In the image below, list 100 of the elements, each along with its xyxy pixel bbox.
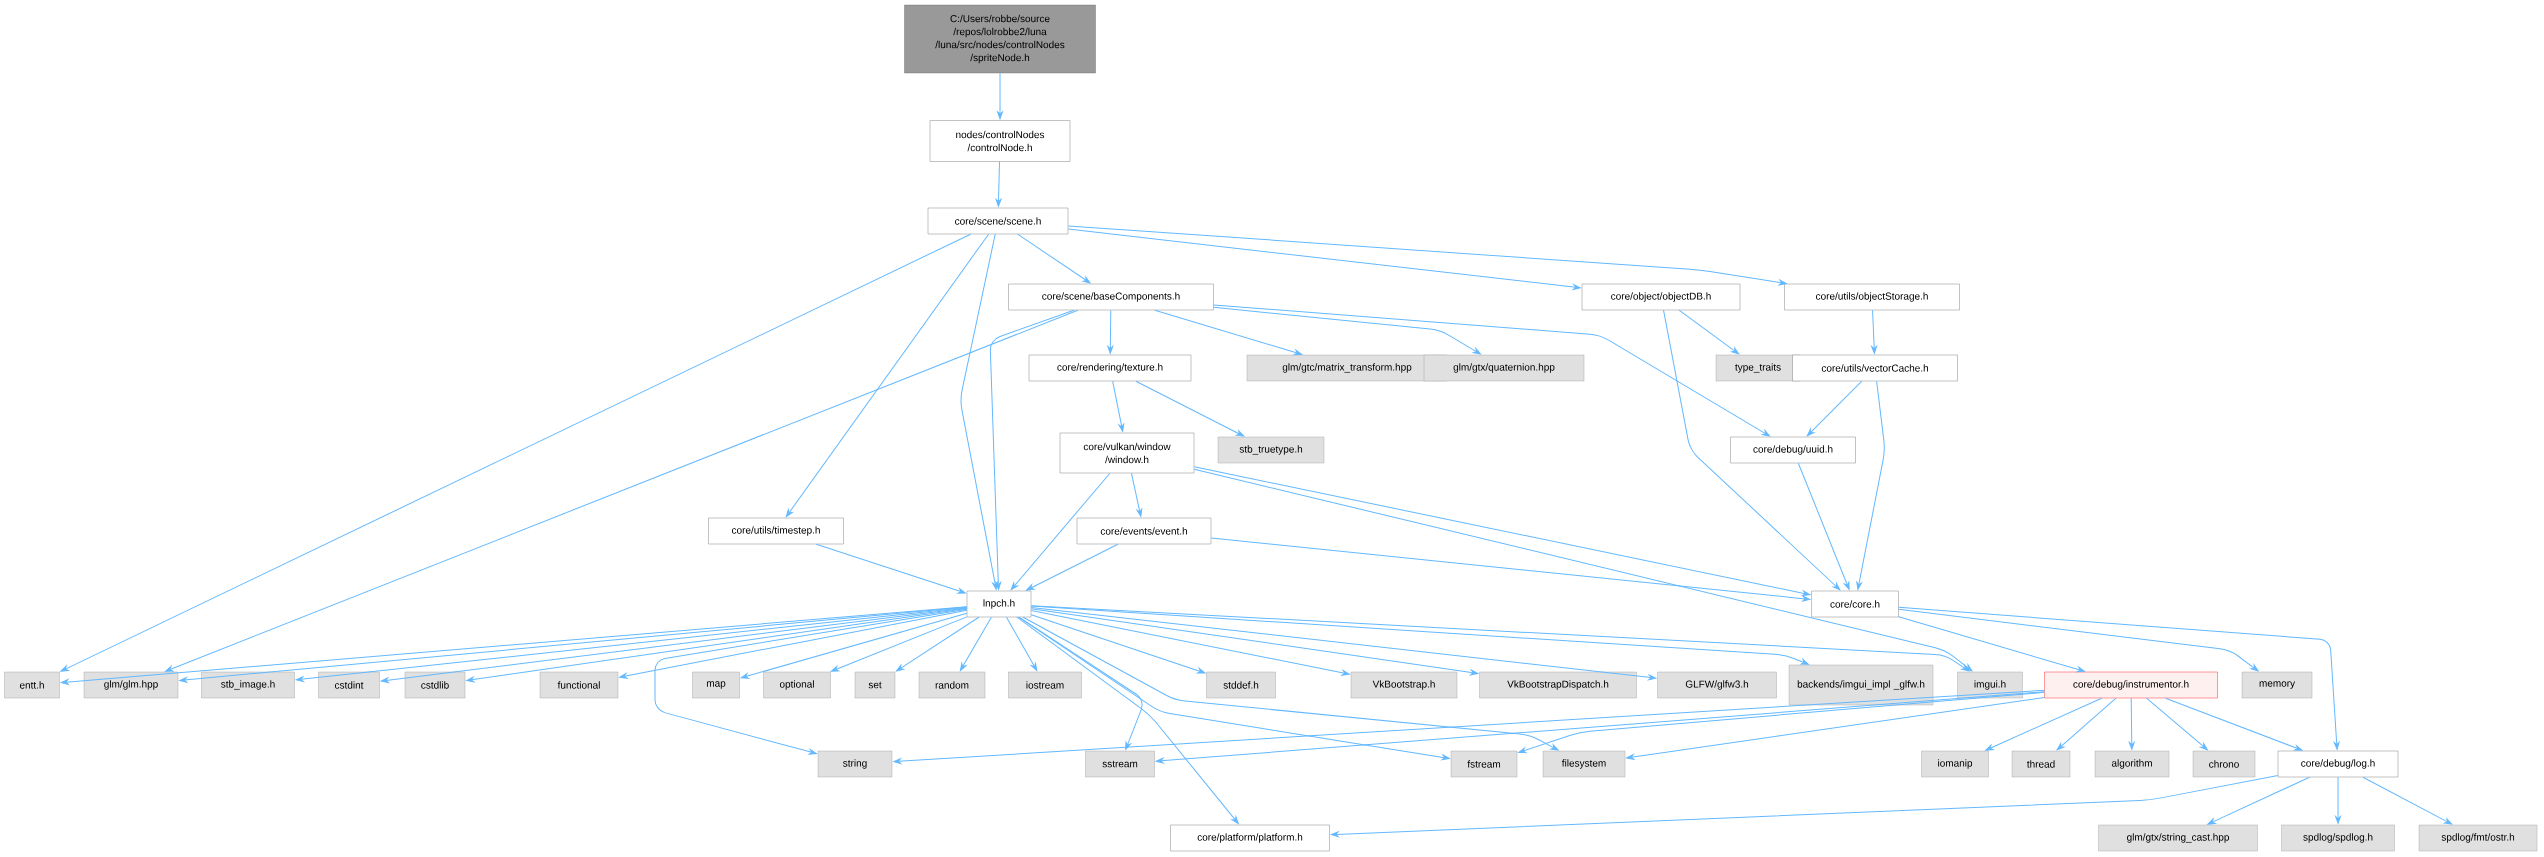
arrow xyxy=(466,608,968,683)
arrow xyxy=(1006,616,1038,671)
file-box: glm/gtx/string_cast.hpp xyxy=(2098,824,2258,852)
arrow xyxy=(1213,306,1481,355)
arrow xyxy=(1130,472,1143,517)
arrow xyxy=(1898,616,2086,673)
arrow xyxy=(1985,697,2103,751)
arrow xyxy=(1330,775,2279,838)
arrow xyxy=(830,616,968,672)
arrow xyxy=(2128,697,2135,750)
file-box: stb_image.h xyxy=(201,671,295,699)
arrow xyxy=(1112,380,1125,432)
arrow xyxy=(2335,776,2341,824)
file-box: core/events/event.h xyxy=(1076,517,1212,545)
file-box: sstream xyxy=(1085,750,1155,778)
file-box: core/scene/baseComponents.h xyxy=(1008,283,1214,311)
file-box: core/debug/instrumentor.h xyxy=(2044,671,2218,699)
file-box: core/rendering/texture.h xyxy=(1028,354,1192,382)
arrow xyxy=(1018,616,1143,750)
arrow xyxy=(997,72,1003,120)
file-box: core/debug/uuid.h xyxy=(1730,436,1856,464)
arrow xyxy=(60,233,972,672)
arrow xyxy=(179,606,968,683)
file-box: lnpch.h xyxy=(966,590,1032,618)
file-box: nodes/controlNodes /controlNode.h xyxy=(929,120,1071,162)
file-box: entt.h xyxy=(4,671,60,699)
arrow xyxy=(1518,691,2045,754)
arrow xyxy=(2362,776,2453,825)
file-box: fstream xyxy=(1450,750,1518,778)
arrow xyxy=(1107,309,1114,354)
arrow xyxy=(989,309,1075,590)
arrow xyxy=(1663,309,1841,591)
file-box: core/vulkan/window /window.h xyxy=(1059,432,1195,474)
file-box: spdlog/spdlog.h xyxy=(2281,824,2395,852)
file-box: C:/Users/robbe/source /repos/lolrobbe2/luna /luna/src/nodes/controlNodes /spriteNode.h xyxy=(904,4,1096,74)
file-box: GLFW/glfw3.h xyxy=(1657,671,1777,699)
file-box: VkBootstrapDispatch.h xyxy=(1479,671,1637,699)
file-box: set xyxy=(854,671,896,699)
arrow xyxy=(2207,776,2310,825)
arrow xyxy=(654,608,968,755)
arrow xyxy=(2056,697,2117,751)
arrow xyxy=(1018,616,1450,761)
file-box: cstdlib xyxy=(404,671,466,699)
file-box: stddef.h xyxy=(1206,671,1276,699)
arrow xyxy=(960,233,998,590)
arrow xyxy=(896,616,980,672)
file-box: backends/imgui_impl _glfw.h xyxy=(1788,664,1934,706)
arrow xyxy=(1017,233,1091,284)
arrow xyxy=(1030,609,1350,676)
file-box: core/core.h xyxy=(1811,590,1899,618)
arrow xyxy=(1022,616,1559,751)
arrow xyxy=(619,609,968,679)
arrow xyxy=(740,612,968,679)
file-box: glm/glm.hpp xyxy=(83,671,179,699)
arrow xyxy=(1797,462,1850,590)
file-box: filesystem xyxy=(1542,750,1626,778)
file-box: thread xyxy=(2011,750,2071,778)
arrow xyxy=(1678,309,1740,355)
arrow xyxy=(1898,608,2259,672)
file-box: core/object/objectDB.h xyxy=(1581,283,1741,311)
arrow xyxy=(1193,466,1811,597)
arrow xyxy=(2146,697,2208,751)
arrow xyxy=(1067,228,1581,290)
file-box: iostream xyxy=(1008,671,1082,699)
arrow xyxy=(995,161,1002,207)
arrow xyxy=(1626,697,2045,760)
file-box: string xyxy=(817,750,893,778)
arrow xyxy=(1030,608,1479,676)
arrow xyxy=(1210,537,1811,602)
file-box: cstdint xyxy=(318,671,380,699)
file-box: chrono xyxy=(2192,750,2256,778)
file-box: iomanip xyxy=(1921,750,1989,778)
file-box: functional xyxy=(539,671,619,699)
file-box: type_traits xyxy=(1715,354,1801,382)
file-box: imgui.h xyxy=(1957,671,2023,699)
arrow xyxy=(1898,606,2340,750)
arrow xyxy=(785,233,990,518)
arrow xyxy=(1010,472,1111,591)
arrow xyxy=(1030,605,1970,672)
file-box: spdlog/fmt/ostr.h xyxy=(2418,824,2538,852)
arrow xyxy=(1030,605,1809,665)
arrow xyxy=(1067,225,1787,286)
arrow xyxy=(1871,309,1877,354)
file-box: stb_truetype.h xyxy=(1217,436,1325,464)
arrow xyxy=(1026,543,1119,591)
arrow xyxy=(815,543,966,594)
file-box: core/utils/timestep.h xyxy=(708,517,844,545)
file-box: algorithm xyxy=(2094,750,2170,778)
file-box: random xyxy=(918,671,986,699)
file-box: VkBootstrap.h xyxy=(1350,671,1458,699)
arrow xyxy=(1856,380,1885,590)
file-box: core/platform/platform.h xyxy=(1170,824,1330,852)
arrow xyxy=(1016,616,1239,825)
file-box: core/utils/objectStorage.h xyxy=(1784,283,1960,311)
file-box: core/scene/scene.h xyxy=(927,207,1069,235)
arrow xyxy=(60,606,968,685)
file-box: core/utils/vectorCache.h xyxy=(1792,354,1958,382)
arrow xyxy=(1135,380,1245,437)
arrow xyxy=(1193,468,1973,672)
arrow xyxy=(1806,380,1863,437)
